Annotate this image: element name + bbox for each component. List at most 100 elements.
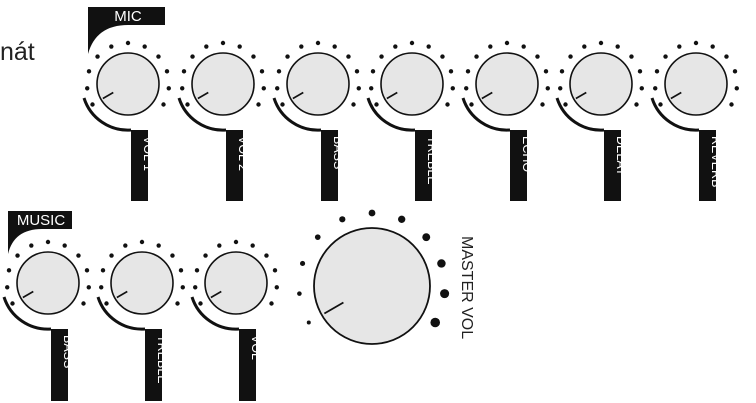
scale-dot <box>180 86 185 91</box>
scale-dot <box>339 216 346 223</box>
scale-dot <box>256 102 261 107</box>
pointer-mark <box>386 91 398 100</box>
scale-dot <box>178 268 184 273</box>
knob-mic-delay[interactable]: DELAY <box>555 40 644 201</box>
scale-dot <box>261 86 266 91</box>
scale-dot <box>95 54 100 59</box>
knob-body <box>110 251 174 315</box>
scale-dot <box>369 86 374 91</box>
scale-dot <box>10 301 15 306</box>
range-arc <box>272 97 322 132</box>
knob-label: BASS <box>331 136 345 169</box>
knob-mic-bass[interactable]: BASS <box>272 40 361 201</box>
scale-dot <box>445 102 450 107</box>
scale-dot <box>368 209 376 217</box>
knob-master-vol[interactable] <box>297 209 450 345</box>
scale-dot <box>535 54 540 59</box>
knob-label-plate <box>145 329 162 401</box>
scale-dot <box>558 86 563 91</box>
knob-label: ECHO <box>520 136 534 172</box>
knob-music-treble[interactable]: TREBLE <box>96 239 185 401</box>
knob-label-plate <box>226 130 243 201</box>
scale-dot <box>280 102 285 107</box>
knob-label: VOL <box>249 335 263 360</box>
scale-dot <box>203 253 208 258</box>
knob-body <box>313 227 431 345</box>
range-arc <box>2 296 52 331</box>
scale-dot <box>104 301 109 306</box>
scale-dot <box>29 243 34 248</box>
knob-mic-vol1[interactable]: VOL 1 <box>82 40 171 201</box>
scale-dot <box>582 44 587 49</box>
knob-label-plate <box>51 329 68 401</box>
knob-label-plate <box>131 130 148 201</box>
scale-dot <box>204 44 209 49</box>
knob-label: VOL 2 <box>236 136 250 171</box>
range-arc <box>650 97 700 132</box>
scale-dot <box>629 54 634 59</box>
scale-dot <box>276 69 282 74</box>
pointer-mark <box>102 91 114 100</box>
knob-label-plate <box>699 130 716 201</box>
pointer-mark <box>670 91 682 100</box>
scale-dot <box>356 86 361 91</box>
scale-dot <box>175 301 180 306</box>
scale-dot <box>398 215 406 223</box>
scale-dot <box>156 54 161 59</box>
knob-mic-echo[interactable]: ECHO <box>461 40 550 201</box>
knob-body <box>204 251 268 315</box>
scale-dot <box>100 268 106 273</box>
scale-dot <box>6 268 12 273</box>
knob-music-vol[interactable]: VOL <box>190 239 279 401</box>
scale-dot <box>233 239 239 245</box>
range-arc <box>555 97 605 132</box>
scale-dot <box>299 44 304 49</box>
scale-dot <box>354 69 360 74</box>
scale-dot <box>393 44 398 49</box>
scale-dot <box>450 86 455 91</box>
scale-dot <box>314 234 321 240</box>
scale-dot <box>220 40 226 46</box>
scale-dot <box>164 69 170 74</box>
scale-dot <box>161 102 166 107</box>
scale-dot <box>84 268 90 273</box>
knob-label: TREBLE <box>425 136 439 185</box>
pointer-mark <box>22 290 34 299</box>
scale-dot <box>156 243 161 248</box>
knob-mic-vol2[interactable]: VOL 2 <box>177 40 266 201</box>
scale-dot <box>469 102 474 107</box>
scale-dot <box>663 54 668 59</box>
scale-dot <box>464 86 469 91</box>
scale-dot <box>166 86 171 91</box>
scale-dot <box>474 54 479 59</box>
scale-dot <box>109 253 114 258</box>
scale-dot <box>269 301 274 306</box>
scale-dot <box>634 102 639 107</box>
knob-mic-reverb[interactable]: REVERB <box>650 40 739 201</box>
knob-body <box>191 52 255 116</box>
knob-music-bass[interactable]: BASS <box>2 239 91 401</box>
range-arc <box>366 97 416 132</box>
knob-body <box>380 52 444 116</box>
scale-dot <box>658 102 663 107</box>
range-arc <box>96 296 146 331</box>
scale-dot <box>504 40 510 46</box>
knob-label: BASS <box>61 335 75 368</box>
scale-dot <box>5 285 10 290</box>
scale-dot <box>677 44 682 49</box>
knob-body <box>569 52 633 116</box>
scale-dot <box>194 268 200 273</box>
knob-body <box>286 52 350 116</box>
scale-dot <box>272 268 278 273</box>
scale-dot <box>465 69 471 74</box>
scale-dot <box>15 253 20 258</box>
scale-dot <box>123 243 128 248</box>
scale-dot <box>710 44 715 49</box>
scale-dot <box>109 44 114 49</box>
knob-label-plate <box>510 130 527 201</box>
knob-label-plate <box>604 130 621 201</box>
scale-dot <box>142 44 147 49</box>
pointer-mark <box>575 91 587 100</box>
knob-mic-treble[interactable]: TREBLE <box>366 40 455 201</box>
pointer-mark <box>323 301 344 315</box>
